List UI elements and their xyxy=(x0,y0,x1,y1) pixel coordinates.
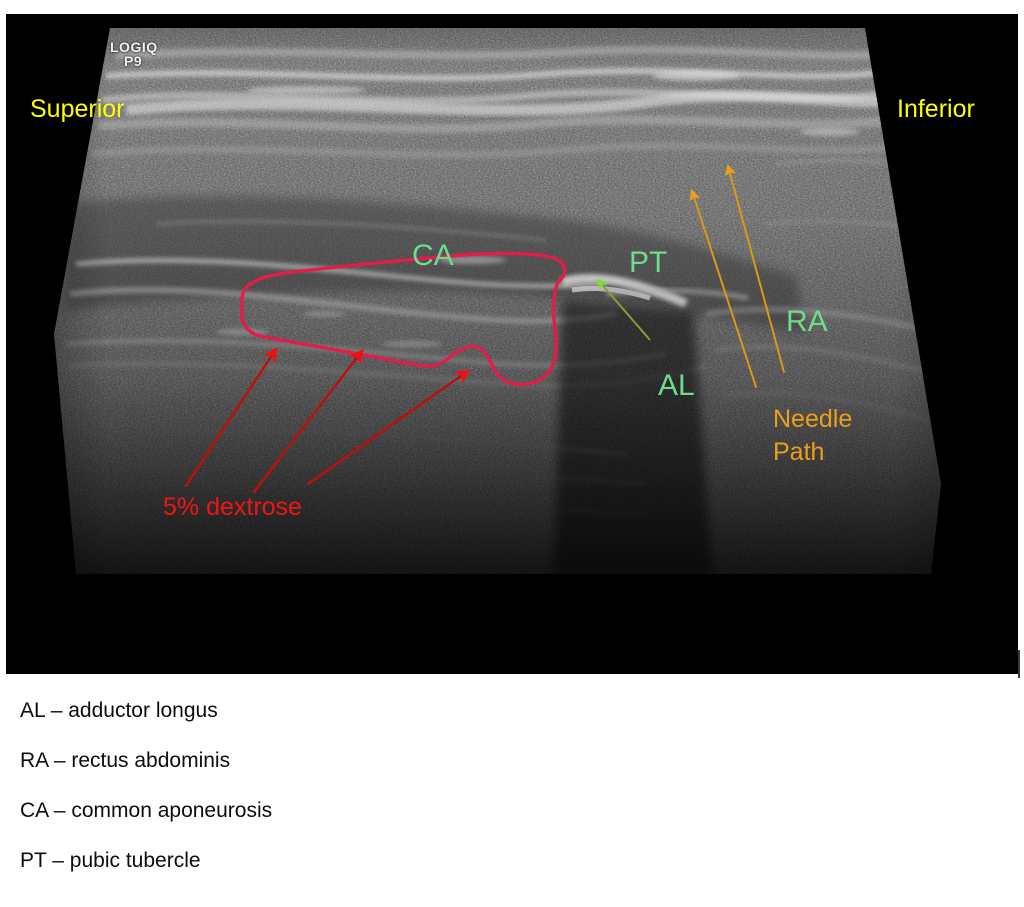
dextrose-label: 5% dextrose xyxy=(163,493,302,521)
ultrasound-image-panel: LOGIQ P9 Superior Inferior CA PT AL RA 5… xyxy=(6,14,1018,674)
dextrose-arrow-3 xyxy=(306,369,471,486)
needle-path-arrows xyxy=(689,164,785,388)
anatomy-label-ra: CA xyxy=(412,239,454,272)
panel-right-edge-mark xyxy=(1018,650,1020,678)
ultrasound-canvas xyxy=(6,14,1018,674)
anatomy-label-pt: AL xyxy=(658,369,695,402)
dextrose-arrow-2 xyxy=(252,348,364,494)
legend-row-ca: CA – common aponeurosis xyxy=(20,799,273,822)
orientation-label-superior: Superior xyxy=(30,95,125,123)
aponeurosis-pointer-arrow xyxy=(596,278,651,341)
needle-path-label-line1: Needle xyxy=(773,405,853,433)
anatomy-label-al: RA xyxy=(786,305,828,338)
scanner-brand-model: P9 xyxy=(124,53,143,69)
anatomy-label-ca: PT xyxy=(629,246,668,279)
needle-path-arrow-2 xyxy=(724,164,785,373)
needle-path-label-line2: Path xyxy=(773,438,825,466)
legend-row-ra: RA – rectus abdominis xyxy=(20,749,231,772)
abbreviation-legend: AL – adductor longus RA – rectus abdomin… xyxy=(20,700,820,900)
orientation-label-inferior: Inferior xyxy=(897,95,975,123)
scanner-brand-logiq: LOGIQ xyxy=(110,39,158,55)
legend-row-pt: PT – pubic tubercle xyxy=(20,849,201,872)
dextrose-region-outline xyxy=(240,251,567,387)
legend-row-al: AL – adductor longus xyxy=(20,699,218,722)
needle-path-arrow-1 xyxy=(689,189,757,388)
dextrose-arrow-1 xyxy=(184,346,278,488)
dextrose-arrows xyxy=(184,346,471,494)
